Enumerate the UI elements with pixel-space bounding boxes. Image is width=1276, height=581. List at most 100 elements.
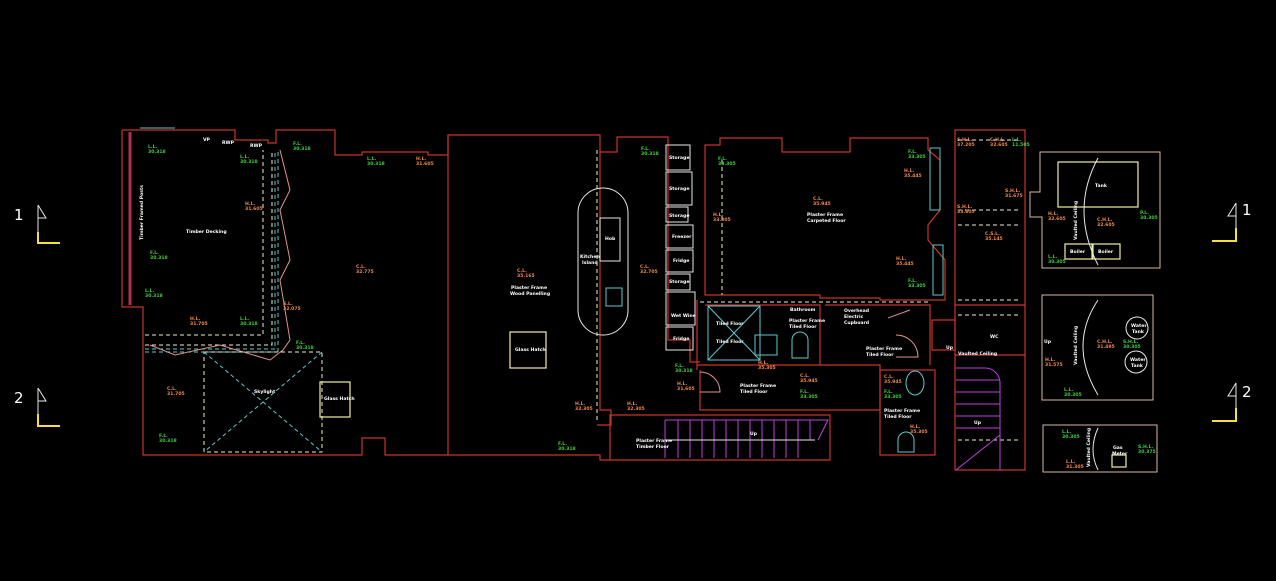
level-tag-type: F.L. [718,156,727,162]
level-tag-type: S.H.L. [1138,444,1154,450]
level-tag-type: S.H.L. [957,137,973,143]
level-tag: L.L.30.318 [240,316,258,327]
label-hall: Plaster Frame [511,285,547,291]
level-tag: H.L.31.605 [245,201,263,212]
label-vaulted-ceiling: Vaulted Ceiling [1073,201,1079,240]
level-tag-value: 31.305 [1066,464,1084,470]
label-up: Up [946,345,954,351]
level-tag-value: 30.318 [148,149,166,155]
level-tag: L.L.11.505 [1012,137,1030,148]
section-number: 1 [1242,201,1252,219]
level-tag-value: 33.305 [884,394,902,400]
level-tag-value: 37.205 [957,142,975,148]
level-tag-value: 30.305 [1064,392,1082,398]
level-tag-type: F.L. [150,250,159,256]
level-tag-type: C.L. [517,268,527,274]
level-tag-value: 32.705 [640,269,658,275]
level-tag-type: F.L. [908,278,917,284]
level-tag: C.L.35.945 [800,373,818,384]
label-landing: Plaster Frame [866,346,902,352]
level-tag-value: 33.305 [718,161,736,167]
level-tag-type: L.L. [145,288,155,294]
level-tag-value: 30.318 [145,293,163,299]
level-tag: P.L.30.305 [1140,210,1158,221]
level-tag: F.L.33.305 [884,389,902,400]
label-cupboard: Cupboard [844,320,869,326]
level-tag-value: 35.145 [985,236,1003,242]
level-tags: L.L.30.318L.L.30.318H.L.31.605F.L.30.318… [145,137,1158,470]
level-tag-type: L.L. [1062,429,1072,435]
label-timber-decking: Timber Decking [186,229,227,235]
level-tag: C.L.32.775 [356,264,374,275]
label-timber-posts: Timber Framed Posts [139,185,145,240]
level-tag: F.L.33.305 [800,389,818,400]
level-tag-value: 33.305 [800,394,818,400]
level-tag: S.L.32.075 [283,301,301,312]
level-tag: C.L.31.705 [167,386,185,397]
level-tag-value: 35.165 [517,273,535,279]
level-tag-type: H.L. [713,212,724,218]
label-skylight: Skylight [254,389,276,395]
level-tag-type: F.L. [296,340,305,346]
label-bedroom: Plaster Frame [807,212,843,218]
level-tag: C.L.35.165 [517,268,535,279]
label-hob: Hob [605,236,616,242]
level-tag-value: 33.605 [957,209,975,215]
construction-lines [128,127,1020,453]
section-marker-1-right[interactable]: 1 [1212,201,1252,242]
label-tank: Tank [1095,183,1108,189]
section-marker-2-right[interactable]: 2 [1212,382,1252,422]
section-number: 2 [14,389,24,407]
level-tag: H.L.31.575 [1045,357,1063,368]
level-tag: L.L.30.305 [1062,429,1080,440]
level-tag-type: F.L. [558,441,567,447]
level-tag-type: H.L. [245,201,256,207]
level-tag-type: H.L. [190,316,201,322]
level-tag: C.H.L.32.605 [990,137,1008,148]
level-tag-type: L.L. [240,154,250,160]
level-tag-type: F.L. [884,389,893,395]
level-tag-type: L.L. [240,316,250,322]
label-stair: Plaster Frame [636,438,672,444]
label-shower-floor: Tiled Floor [884,414,912,420]
level-tag-value: 30.318 [240,159,258,165]
label-hall-finish: Wood Panelling [510,291,550,297]
level-tag-type: C.H.L. [1097,339,1113,345]
level-tag: H.L.35.445 [896,256,914,267]
level-tag-type: L.L. [1066,459,1076,465]
label-bedroom-finish: Carpeted Floor [807,218,846,224]
level-tag-value: 31.605 [245,206,263,212]
label-vp: VP [203,137,211,143]
level-tag-type: F.L. [675,363,684,369]
section-marker-1-left[interactable]: 1 [14,204,60,244]
level-tag-type: H.L. [910,424,921,430]
level-tag-value: 35.945 [800,378,818,384]
label-fridge: Fridge [673,336,689,342]
level-tag: S.H.L.33.605 [957,204,975,215]
level-tag: F.L.30.318 [293,141,311,152]
label-storage: Storage [669,155,689,161]
level-tag: S.H.L.31.675 [1005,188,1023,199]
label-landing-floor: Tiled Floor [740,389,768,395]
level-tag: H.L.31.705 [190,316,208,327]
level-tag-value: 35.305 [910,429,928,435]
label-bathroom: Bathroom [790,307,816,313]
label-gas-meter: Gas [1113,445,1123,451]
level-tag-type: H.L. [627,401,638,407]
label-vaulted-ceiling: Vaulted Ceiling [1086,428,1092,467]
label-vaulted-ceiling: Vaulted Ceiling [1073,326,1079,365]
level-tag-value: 31.495 [1097,344,1115,350]
level-tag-value: 35.305 [758,365,776,371]
level-tag-value: 33.305 [908,154,926,160]
label-stair-floor: Timber Floor [636,444,670,450]
section-marker-2-left[interactable]: 2 [14,387,60,427]
level-tag-value: 35.945 [884,379,902,385]
level-tag-type: C.H.L. [1097,217,1113,223]
section-number: 2 [1242,383,1252,401]
level-tag-type: C.S.L. [985,231,1000,237]
level-tag-type: H.L. [677,381,688,387]
level-tag: C.H.L.32.605 [1097,217,1115,228]
level-tag: L.L.30.305 [1064,387,1082,398]
level-tag-type: H.L. [416,156,427,162]
level-tag-value: 31.575 [1045,362,1063,368]
